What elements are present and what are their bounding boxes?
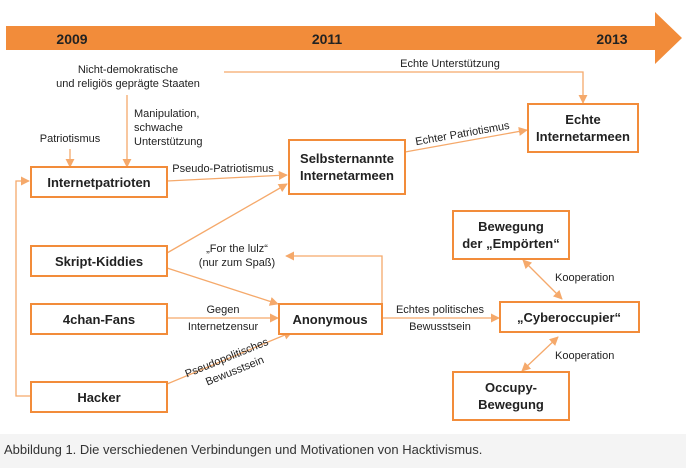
- node-echte-box: [527, 103, 639, 153]
- line-echter-patriotismus: [404, 126, 528, 153]
- node-cyberoccupier: „Cyberoccupier“: [517, 310, 621, 325]
- node-emporten-box: [452, 210, 570, 260]
- line-kooperation-bottom: [521, 336, 559, 372]
- label-echtes-politisches-line2: Bewusstsein: [409, 321, 471, 333]
- line-echte-unterstuetzung: [224, 71, 588, 104]
- node-skript-kiddies-box: [30, 245, 168, 277]
- node-selbsternannte-line2: Internetarmeen: [300, 168, 394, 183]
- label-echte-unterstuetzung: Echte Unterstützung: [400, 58, 500, 70]
- line-kooperation-top: [522, 259, 563, 300]
- node-4chan-fans-box: [30, 303, 168, 335]
- node-occupy-line1: Occupy-: [485, 380, 537, 395]
- label-kooperation-top: Kooperation: [555, 272, 614, 284]
- line-hacker-bracket: [15, 176, 31, 397]
- label-staaten-line2: und religiös geprägte Staaten: [56, 78, 200, 90]
- caption-bar: [0, 434, 686, 468]
- timeline-arrow: [6, 12, 682, 64]
- node-emporten-line2: der „Empörten“: [462, 236, 560, 251]
- line-for-the-lulz: [285, 251, 383, 304]
- label-staaten-line1: Nicht-demokratische: [78, 64, 178, 76]
- node-4chan-fans: 4chan-Fans: [63, 312, 135, 327]
- year-2009: 2009: [56, 31, 87, 47]
- node-anonymous-box: [278, 303, 383, 335]
- figure-caption: Abbildung 1. Die verschiedenen Verbindun…: [4, 442, 483, 457]
- node-occupy-line2: Bewegung: [478, 397, 544, 412]
- label-kooperation-bottom: Kooperation: [555, 350, 614, 362]
- node-internetpatrioten-box: [30, 166, 168, 198]
- node-skript-kiddies: Skript-Kiddies: [55, 254, 143, 269]
- line-kiddies-anonymous: [166, 267, 279, 306]
- line-pseudo-patriotismus: [166, 170, 288, 182]
- label-for-the-lulz-line2: (nur zum Spaß): [199, 257, 275, 269]
- node-anonymous: Anonymous: [292, 312, 367, 327]
- node-hacker: Hacker: [77, 390, 120, 405]
- node-emporten-line1: Bewegung: [478, 219, 544, 234]
- year-2013: 2013: [596, 31, 627, 47]
- node-echte-line1: Echte: [565, 112, 600, 127]
- label-pseudo-patriotismus: Pseudo-Patriotismus: [172, 163, 274, 175]
- node-hacker-box: [30, 381, 168, 413]
- label-gegen-line1: Gegen: [206, 304, 239, 316]
- label-manipulation-line2: schwache: [134, 122, 183, 134]
- node-occupy-box: [452, 371, 570, 421]
- label-echter-patriotismus: Echter Patriotismus: [414, 120, 510, 148]
- node-echte-line2: Internetarmeen: [536, 129, 630, 144]
- label-gegen-line2: Internetzensur: [188, 321, 259, 333]
- line-hacker-anonymous: [166, 330, 293, 385]
- label-echtes-politisches-line1: Echtes politisches: [396, 304, 485, 316]
- label-for-the-lulz-line1: „For the lulz“: [206, 243, 268, 255]
- node-internetpatrioten: Internetpatrioten: [47, 175, 150, 190]
- label-patriotismus: Patriotismus: [40, 133, 101, 145]
- label-manipulation-line3: Unterstützung: [134, 136, 202, 148]
- node-selbsternannte-line1: Selbsternannte: [300, 151, 394, 166]
- year-2011: 2011: [312, 31, 343, 47]
- node-selbsternannte-box: [288, 139, 406, 195]
- label-manipulation-line1: Manipulation,: [134, 108, 199, 120]
- line-kiddies-selbsternannte: [166, 183, 288, 254]
- node-cyberoccupier-box: [499, 301, 640, 333]
